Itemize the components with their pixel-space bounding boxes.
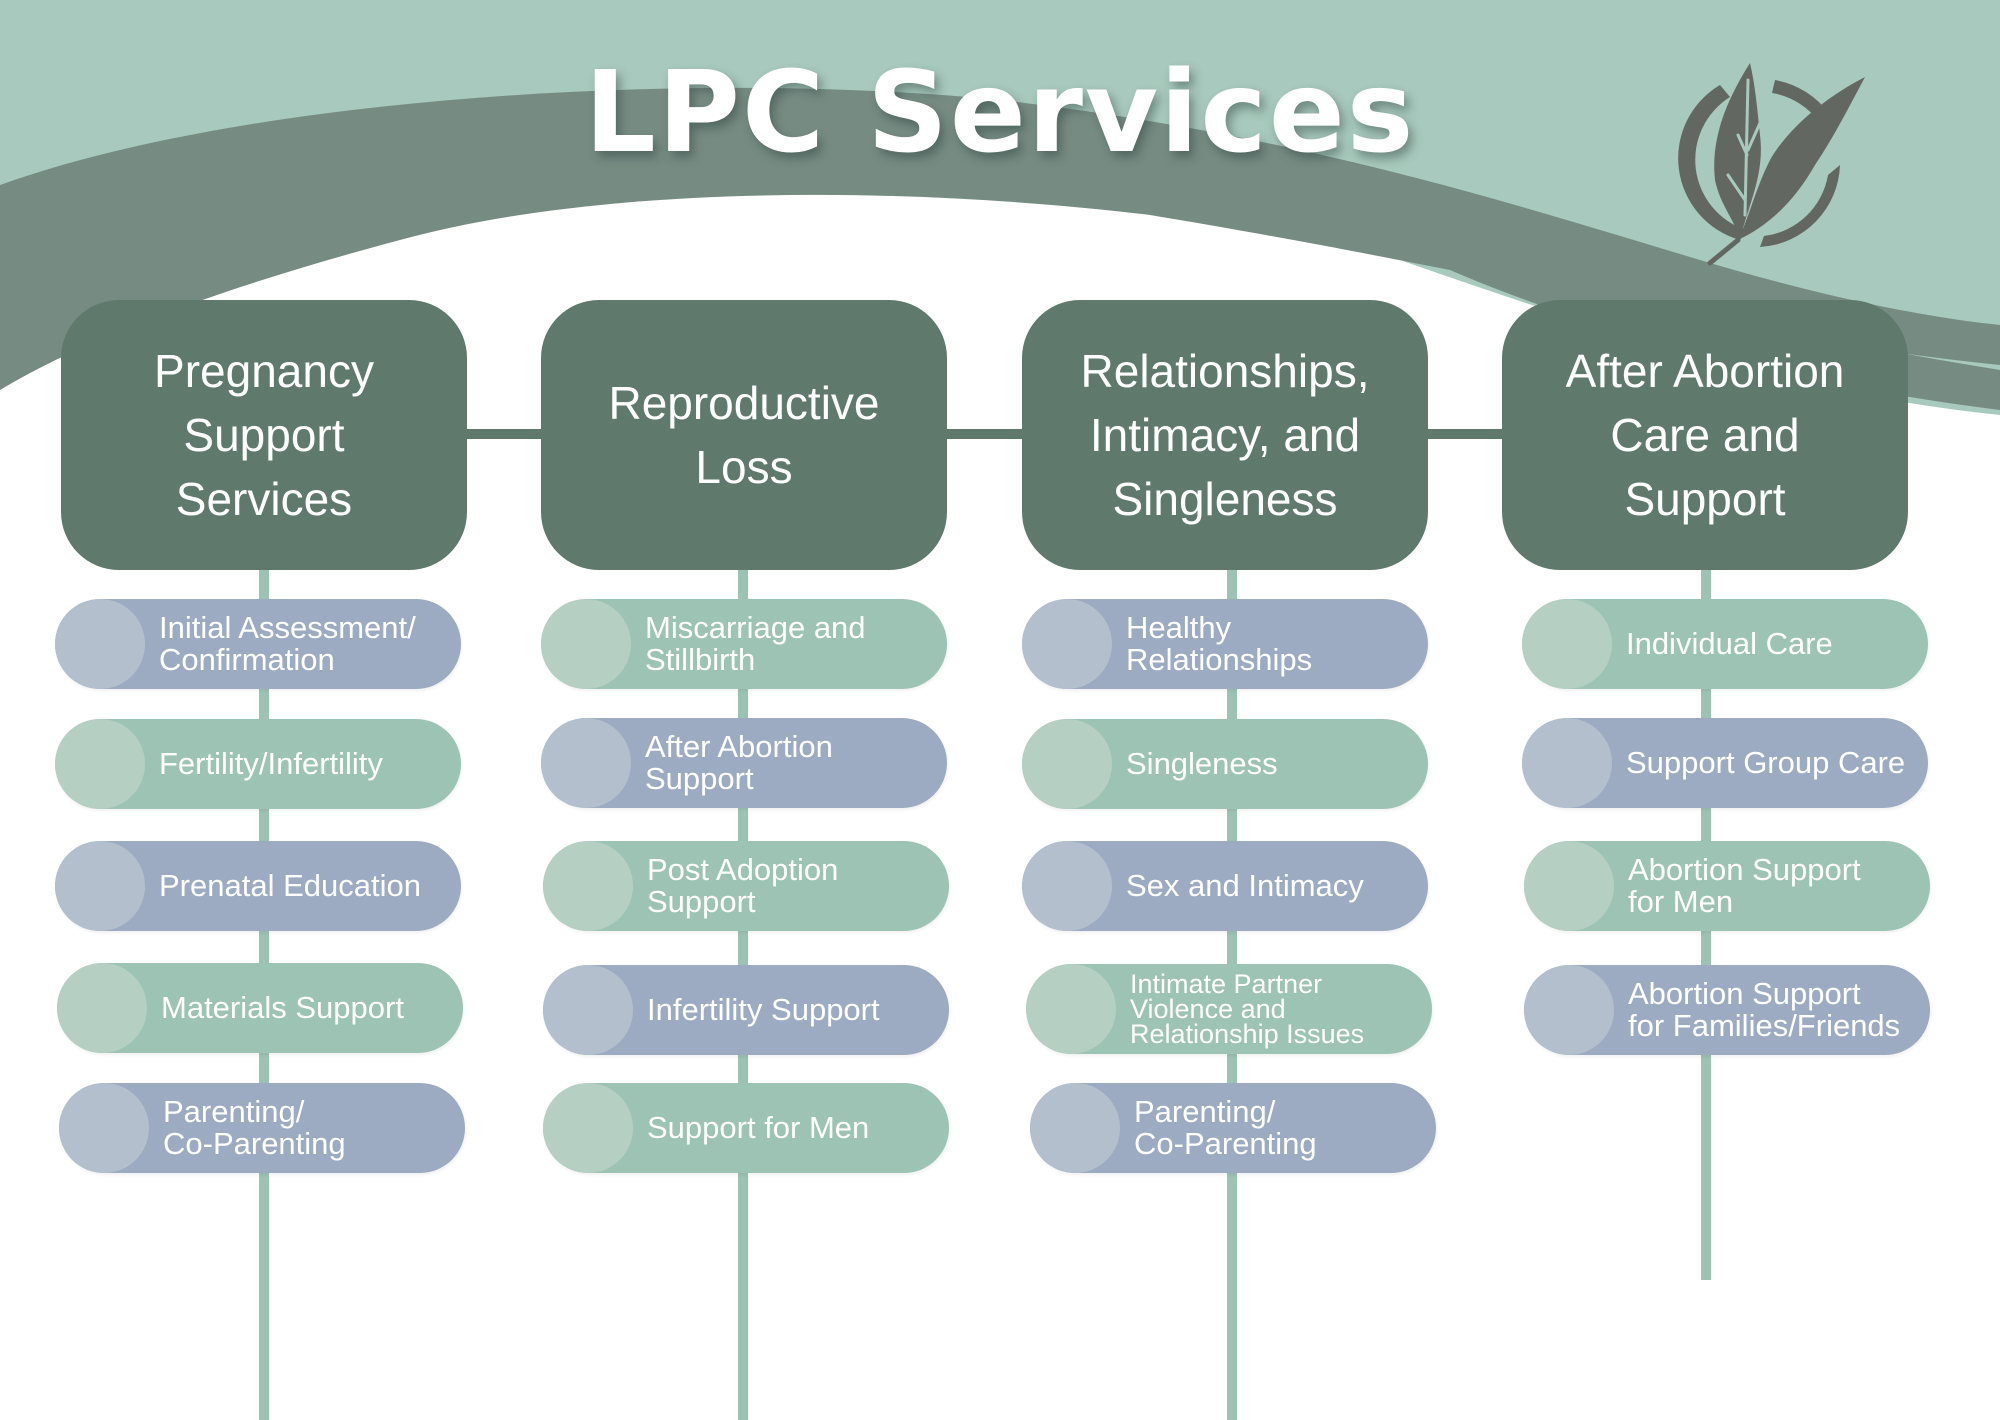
- service-label: Materials Support: [161, 990, 404, 1025]
- service-label: Miscarriage and Stillbirth: [645, 610, 866, 677]
- wave-dark-band: [0, 87, 2000, 390]
- service-pill[interactable]: Fertility/Infertility: [55, 719, 461, 809]
- category-column: After Abortion Care and Support Individu…: [1502, 300, 1930, 1280]
- category-title: Pregnancy Support Services: [154, 345, 374, 525]
- pill-circle: [543, 1083, 633, 1173]
- category-header: Reproductive Loss: [541, 300, 947, 570]
- pill-circle: [541, 718, 631, 808]
- service-label: Support for Men: [647, 1110, 870, 1145]
- service-label: Singleness: [1126, 746, 1278, 781]
- category-title: After Abortion Care and Support: [1565, 345, 1845, 525]
- service-pill[interactable]: Post Adoption Support: [543, 841, 949, 931]
- leaf-in-circle-icon: [1678, 63, 1865, 266]
- pill-circle: [57, 963, 147, 1053]
- service-label: Healthy Relationships: [1126, 610, 1313, 677]
- service-pill[interactable]: Initial Assessment/ Confirmation: [55, 599, 461, 689]
- pill-circle: [1522, 718, 1612, 808]
- page-title: LPC Services: [584, 48, 1416, 178]
- category-header: Relationships, Intimacy, and Singleness: [1022, 300, 1428, 570]
- header-connector: [1428, 429, 1504, 439]
- service-pill[interactable]: Abortion Support for Families/Friends: [1524, 965, 1930, 1055]
- service-label: Infertility Support: [647, 992, 880, 1027]
- service-label: Prenatal Education: [159, 868, 421, 903]
- service-pill[interactable]: Singleness: [1022, 719, 1428, 809]
- service-pill[interactable]: Individual Care: [1522, 599, 1928, 689]
- service-pill[interactable]: Abortion Support for Men: [1524, 841, 1930, 931]
- service-label: Support Group Care: [1626, 745, 1906, 780]
- pill-circle: [1026, 964, 1116, 1054]
- header-connector: [947, 429, 1023, 439]
- service-pill[interactable]: Support for Men: [543, 1083, 949, 1173]
- pill-circle: [1522, 599, 1612, 689]
- pill-circle: [55, 599, 145, 689]
- service-label: Initial Assessment/ Confirmation: [159, 610, 416, 677]
- category-title: Reproductive Loss: [608, 377, 880, 493]
- service-pill[interactable]: Support Group Care: [1522, 718, 1928, 808]
- pill-circle: [541, 599, 631, 689]
- category-header: After Abortion Care and Support: [1502, 300, 1908, 570]
- service-label: Sex and Intimacy: [1126, 868, 1364, 903]
- pill-circle: [55, 719, 145, 809]
- pill-circle: [1022, 841, 1112, 931]
- pill-circle: [1022, 719, 1112, 809]
- service-pill[interactable]: Parenting/ Co-Parenting: [59, 1083, 465, 1173]
- header-connector: [467, 429, 543, 439]
- category-column: Reproductive Loss Miscarriage and Stillb…: [541, 300, 949, 1420]
- service-pill[interactable]: Parenting/ Co-Parenting: [1030, 1083, 1436, 1173]
- pill-circle: [543, 965, 633, 1055]
- service-label: Abortion Support for Men: [1628, 852, 1861, 919]
- service-pill[interactable]: Sex and Intimacy: [1022, 841, 1428, 931]
- category-column: Pregnancy Support Services Initial Asses…: [55, 300, 467, 1420]
- category-column: Relationships, Intimacy, and Singleness …: [1022, 300, 1436, 1420]
- service-label: Parenting/ Co-Parenting: [1134, 1094, 1317, 1161]
- pill-circle: [55, 841, 145, 931]
- service-pill[interactable]: Healthy Relationships: [1022, 599, 1428, 689]
- pill-circle: [1022, 599, 1112, 689]
- service-label: Intimate Partner Violence and Relationsh…: [1130, 968, 1365, 1049]
- service-pill[interactable]: Prenatal Education: [55, 841, 461, 931]
- pill-circle: [59, 1083, 149, 1173]
- category-title: Relationships, Intimacy, and Singleness: [1080, 345, 1370, 525]
- service-label: Individual Care: [1626, 626, 1833, 661]
- pill-circle: [1524, 965, 1614, 1055]
- pill-circle: [1524, 841, 1614, 931]
- service-label: After Abortion Support: [645, 729, 833, 796]
- service-label: Fertility/Infertility: [159, 746, 383, 781]
- pill-circle: [543, 841, 633, 931]
- service-pill[interactable]: After Abortion Support: [541, 718, 947, 808]
- service-label: Post Adoption Support: [647, 852, 839, 919]
- service-label: Parenting/ Co-Parenting: [163, 1094, 346, 1161]
- service-label: Abortion Support for Families/Friends: [1628, 976, 1901, 1043]
- service-pill[interactable]: Infertility Support: [543, 965, 949, 1055]
- pill-circle: [1030, 1083, 1120, 1173]
- service-pill[interactable]: Miscarriage and Stillbirth: [541, 599, 947, 689]
- category-header: Pregnancy Support Services: [61, 300, 467, 570]
- service-pill[interactable]: Intimate Partner Violence and Relationsh…: [1026, 964, 1432, 1054]
- service-pill[interactable]: Materials Support: [57, 963, 463, 1053]
